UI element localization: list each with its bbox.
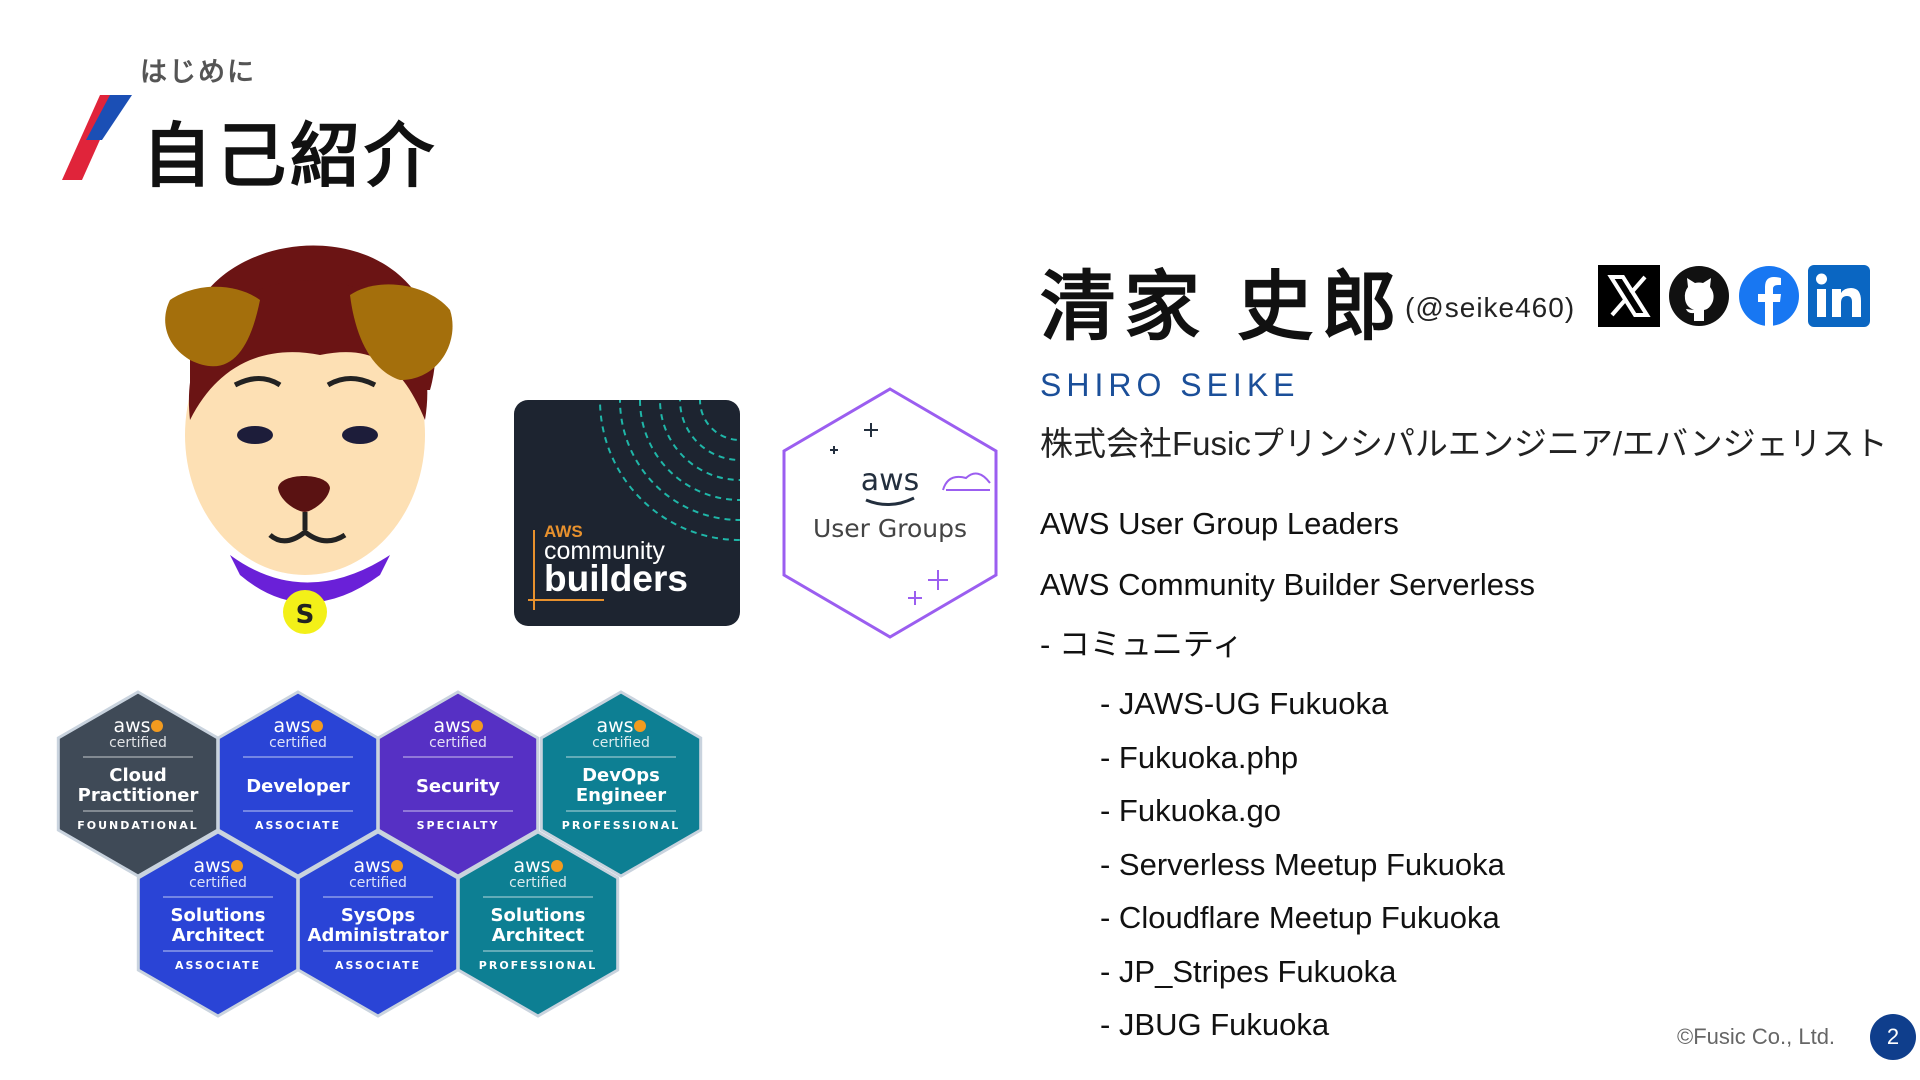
cb-community-label: community xyxy=(544,537,665,565)
ug-label: User Groups xyxy=(813,514,967,543)
aws-certification-badges: awscertifiedCloudPractitionerFOUNDATIONA… xyxy=(56,690,703,1018)
list-item: - Cloudflare Meetup Fukuoka xyxy=(1100,900,1500,935)
profile-line-community-builder: AWS Community Builder Serverless xyxy=(1040,567,1535,602)
cb-aws-label: AWS xyxy=(544,522,583,541)
svg-text:Practitioner: Practitioner xyxy=(78,785,199,806)
svg-text:Cloud: Cloud xyxy=(109,765,166,786)
svg-text:aws: aws xyxy=(113,715,150,737)
svg-text:ASSOCIATE: ASSOCIATE xyxy=(255,819,341,832)
profile-handle: (@seike460) xyxy=(1405,292,1576,323)
x-icon[interactable] xyxy=(1598,265,1660,327)
page-number-badge: 2 xyxy=(1870,1014,1916,1060)
list-item: - Serverless Meetup Fukuoka xyxy=(1100,847,1505,882)
svg-text:certified: certified xyxy=(509,875,567,891)
copyright: ©Fusic Co., Ltd. xyxy=(1677,1024,1836,1049)
cert-badge: awscertifiedSolutionsArchitectPROFESSION… xyxy=(456,830,620,1018)
list-item: - JBUG Fukuoka xyxy=(1100,1007,1330,1042)
svg-text:certified: certified xyxy=(189,875,247,891)
aws-user-groups-logo: aws User Groups xyxy=(782,387,998,639)
svg-text:DevOps: DevOps xyxy=(582,765,660,786)
svg-text:PROFESSIONAL: PROFESSIONAL xyxy=(562,819,680,832)
collar-tag-letter: S xyxy=(296,600,315,630)
svg-text:Solutions: Solutions xyxy=(171,905,266,926)
svg-text:certified: certified xyxy=(109,735,167,751)
svg-text:PROFESSIONAL: PROFESSIONAL xyxy=(479,959,597,972)
svg-text:Engineer: Engineer xyxy=(576,785,666,806)
svg-text:Developer: Developer xyxy=(246,776,350,797)
profile-name: 清家 史郎 xyxy=(1040,265,1406,350)
svg-text:Architect: Architect xyxy=(172,925,265,946)
svg-text:certified: certified xyxy=(349,875,407,891)
svg-text:SysOps: SysOps xyxy=(341,905,415,926)
svg-text:Architect: Architect xyxy=(492,925,585,946)
profile-romaji: SHIRO SEIKE xyxy=(1040,367,1300,403)
ug-aws-wordmark: aws xyxy=(861,463,920,498)
svg-text:aws: aws xyxy=(193,855,230,877)
svg-text:certified: certified xyxy=(429,735,487,751)
svg-text:aws: aws xyxy=(353,855,390,877)
list-item: - Fukuoka.go xyxy=(1100,793,1281,828)
list-item: - JP_Stripes Fukuoka xyxy=(1100,954,1397,989)
profile-line-user-group-leaders: AWS User Group Leaders xyxy=(1040,506,1399,541)
svg-text:aws: aws xyxy=(433,715,470,737)
section-kicker: はじめに xyxy=(140,57,256,87)
page-title: 自己紹介 xyxy=(142,117,438,195)
aws-community-builders-logo: AWS community builders xyxy=(514,400,740,626)
svg-text:aws: aws xyxy=(513,855,550,877)
github-icon[interactable] xyxy=(1668,265,1730,327)
list-item: - Fukuoka.php xyxy=(1100,740,1299,775)
svg-text:Solutions: Solutions xyxy=(491,905,586,926)
cb-builders-label: builders xyxy=(544,558,688,599)
svg-text:Administrator: Administrator xyxy=(308,925,449,946)
list-item: - JAWS-UG Fukuoka xyxy=(1100,686,1389,721)
profile-line-community: - コミュニティ xyxy=(1040,627,1244,662)
profile-role: 株式会社Fusicプリンシパルエンジニア/エバンジェリスト xyxy=(1040,425,1888,462)
svg-text:SPECIALTY: SPECIALTY xyxy=(417,819,500,832)
facebook-icon[interactable] xyxy=(1738,265,1800,327)
svg-text:certified: certified xyxy=(592,735,650,751)
linkedin-icon[interactable] xyxy=(1808,265,1870,327)
svg-text:aws: aws xyxy=(596,715,633,737)
title-slash-mark xyxy=(62,95,132,180)
svg-text:Security: Security xyxy=(416,776,500,797)
svg-text:certified: certified xyxy=(269,735,327,751)
avatar: S xyxy=(165,245,453,634)
svg-text:ASSOCIATE: ASSOCIATE xyxy=(175,959,261,972)
svg-text:ASSOCIATE: ASSOCIATE xyxy=(335,959,421,972)
svg-text:aws: aws xyxy=(273,715,310,737)
radar-arcs-icon xyxy=(528,400,740,610)
svg-text:FOUNDATIONAL: FOUNDATIONAL xyxy=(77,819,198,832)
